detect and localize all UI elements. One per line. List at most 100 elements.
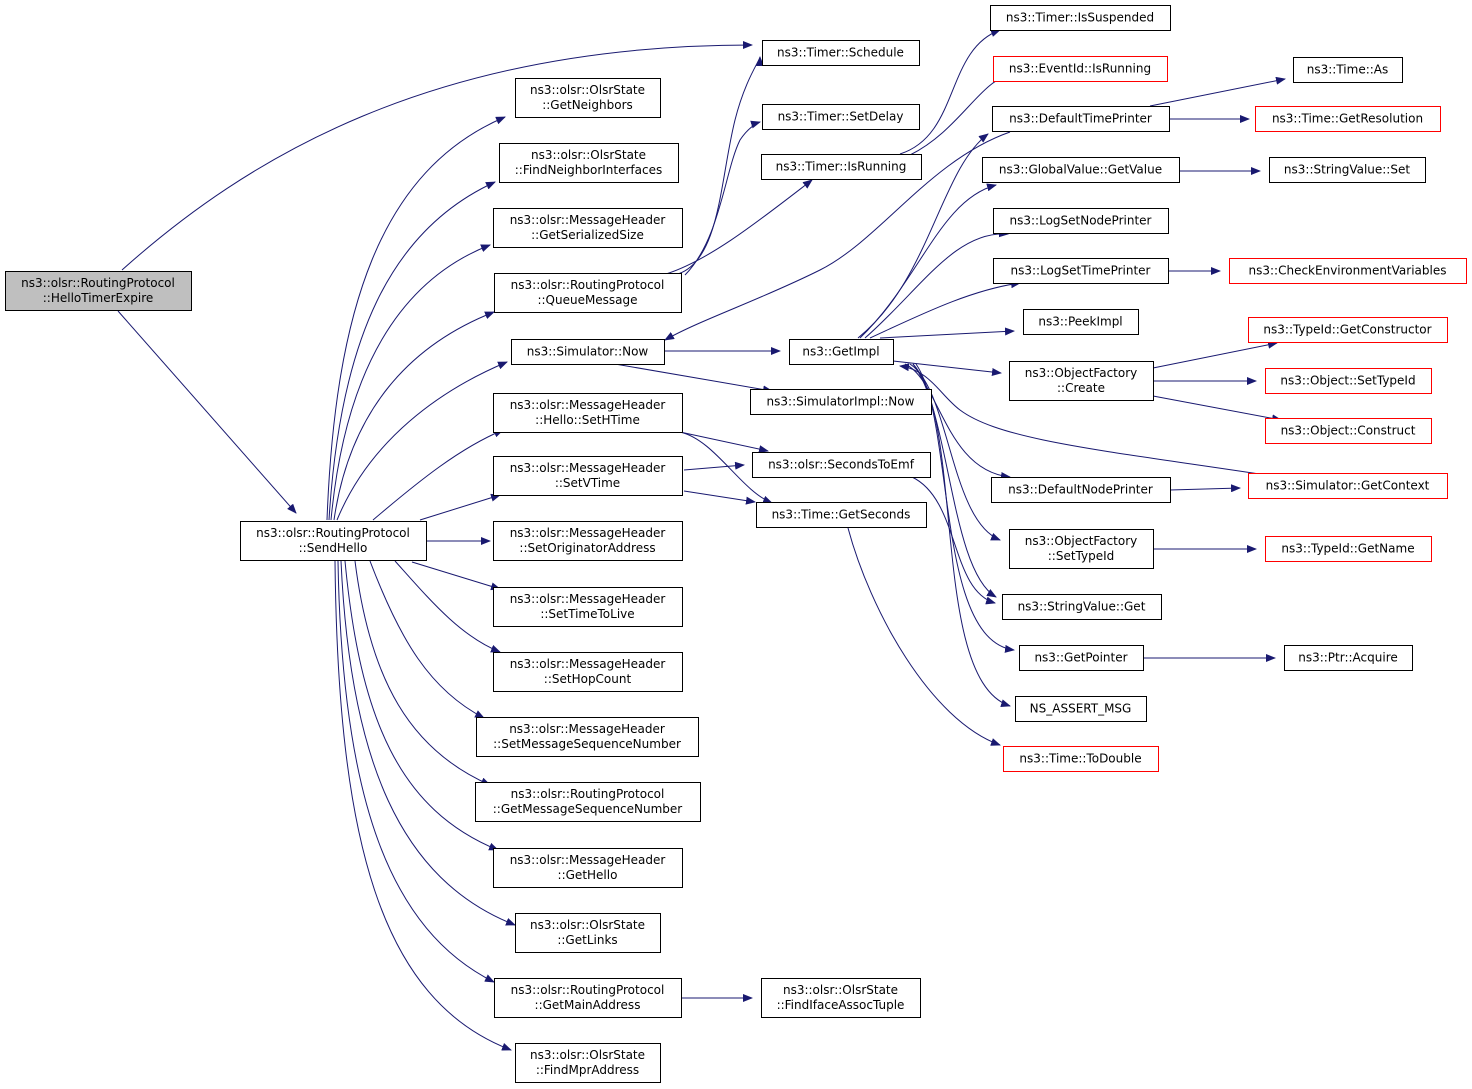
node-seconds-to-emf[interactable]: ns3::olsr::SecondsToEmf bbox=[752, 452, 931, 478]
node-box bbox=[515, 1043, 661, 1083]
node-get-serialized-size[interactable]: ns3::olsr::MessageHeader::GetSerializedS… bbox=[493, 208, 683, 248]
edge-send-hello-to-set-hop-count bbox=[394, 560, 501, 653]
node-box bbox=[1248, 473, 1448, 499]
node-time-to-double[interactable]: ns3::Time::ToDouble bbox=[1003, 746, 1159, 772]
node-type-id-get-constructor[interactable]: ns3::TypeId::GetConstructor bbox=[1248, 317, 1448, 343]
node-label-line: ::HelloTimerExpire bbox=[43, 291, 154, 305]
edge-hello-timer-expire-to-timer-schedule bbox=[121, 41, 753, 271]
node-box bbox=[1019, 645, 1144, 671]
node-box bbox=[240, 521, 427, 561]
node-hello-timer-expire[interactable]: ns3::olsr::RoutingProtocol::HelloTimerEx… bbox=[5, 271, 192, 311]
node-global-value-get-value[interactable]: ns3::GlobalValue::GetValue bbox=[982, 157, 1180, 183]
node-box bbox=[1284, 645, 1413, 671]
edge-send-hello-to-get-neighbors bbox=[326, 116, 506, 521]
node-label-line: ::SetOriginatorAddress bbox=[519, 541, 655, 555]
node-box bbox=[1023, 309, 1139, 335]
node-box bbox=[475, 782, 701, 822]
edge-object-factory-create-to-object-construct bbox=[1152, 395, 1282, 423]
node-get-message-sequence-number[interactable]: ns3::olsr::RoutingProtocol::GetMessageSe… bbox=[475, 782, 701, 822]
node-get-main-address[interactable]: ns3::olsr::RoutingProtocol::GetMainAddre… bbox=[494, 978, 682, 1018]
edge-simulator-now-to-simulator-impl-now bbox=[614, 363, 773, 394]
node-find-neighbor-interfaces[interactable]: ns3::olsr::OlsrState::FindNeighborInterf… bbox=[499, 143, 679, 183]
node-get-links[interactable]: ns3::olsr::OlsrState::GetLinks bbox=[515, 913, 661, 953]
node-set-vtime[interactable]: ns3::olsr::MessageHeader::SetVTime bbox=[493, 456, 683, 496]
node-box bbox=[493, 848, 683, 888]
node-hello-set-htime[interactable]: ns3::olsr::MessageHeader::Hello::SetHTim… bbox=[493, 393, 683, 433]
node-timer-set-delay[interactable]: ns3::Timer::SetDelay bbox=[762, 104, 920, 130]
node-set-hop-count[interactable]: ns3::olsr::MessageHeader::SetHopCount bbox=[493, 652, 683, 692]
edge-get-impl-to-log-set-node-printer bbox=[864, 229, 1009, 339]
node-time-get-seconds[interactable]: ns3::Time::GetSeconds bbox=[756, 502, 927, 528]
node-box bbox=[762, 40, 920, 66]
edge-queue-message-to-timer-schedule bbox=[677, 56, 764, 275]
node-get-neighbors[interactable]: ns3::olsr::OlsrState::GetNeighbors bbox=[515, 78, 661, 118]
node-object-factory-set-type-id[interactable]: ns3::ObjectFactory::SetTypeId bbox=[1009, 529, 1154, 569]
node-timer-is-suspended[interactable]: ns3::Timer::IsSuspended bbox=[990, 5, 1171, 31]
node-label-line: ::SetTimeToLive bbox=[540, 607, 634, 621]
node-get-pointer[interactable]: ns3::GetPointer bbox=[1019, 645, 1144, 671]
node-object-factory-create[interactable]: ns3::ObjectFactory::Create bbox=[1009, 361, 1154, 401]
node-simulator-get-context[interactable]: ns3::Simulator::GetContext bbox=[1248, 473, 1448, 499]
node-type-id-get-name[interactable]: ns3::TypeId::GetName bbox=[1265, 536, 1432, 562]
node-label-line: ns3::SimulatorImpl::Now bbox=[767, 395, 915, 409]
node-log-set-node-printer[interactable]: ns3::LogSetNodePrinter bbox=[993, 208, 1169, 234]
node-box bbox=[1015, 696, 1147, 722]
node-set-time-to-live[interactable]: ns3::olsr::MessageHeader::SetTimeToLive bbox=[493, 587, 683, 627]
node-queue-message[interactable]: ns3::olsr::RoutingProtocol::QueueMessage bbox=[494, 273, 682, 313]
node-timer-is-running[interactable]: ns3::Timer::IsRunning bbox=[761, 154, 922, 180]
node-label-line: NS_ASSERT_MSG bbox=[1030, 702, 1132, 716]
node-simulator-impl-now[interactable]: ns3::SimulatorImpl::Now bbox=[750, 389, 932, 415]
node-ns-assert-msg[interactable]: NS_ASSERT_MSG bbox=[1015, 696, 1147, 722]
node-send-hello[interactable]: ns3::olsr::RoutingProtocol::SendHello bbox=[240, 521, 427, 561]
node-label-line: ns3::olsr::RoutingProtocol bbox=[21, 276, 175, 290]
node-box bbox=[1293, 57, 1403, 83]
node-object-construct[interactable]: ns3::Object::Construct bbox=[1265, 418, 1432, 444]
node-time-as[interactable]: ns3::Time::As bbox=[1293, 57, 1403, 83]
edge-set-vtime-to-time-get-seconds bbox=[683, 490, 756, 505]
node-label-line: ns3::Timer::Schedule bbox=[777, 46, 904, 60]
node-label-line: ns3::Timer::IsSuspended bbox=[1006, 11, 1154, 25]
node-time-get-resolution[interactable]: ns3::Time::GetResolution bbox=[1255, 106, 1441, 132]
node-log-set-time-printer[interactable]: ns3::LogSetTimePrinter bbox=[993, 258, 1169, 284]
edge-send-hello-to-get-hello bbox=[344, 560, 499, 851]
node-peek-impl[interactable]: ns3::PeekImpl bbox=[1023, 309, 1139, 335]
node-object-set-type-id[interactable]: ns3::Object::SetTypeId bbox=[1265, 368, 1432, 394]
node-string-value-set[interactable]: ns3::StringValue::Set bbox=[1269, 157, 1426, 183]
node-label-line: ns3::olsr::MessageHeader bbox=[510, 461, 666, 475]
node-box bbox=[991, 477, 1171, 503]
node-box bbox=[1003, 746, 1159, 772]
node-box bbox=[5, 271, 192, 311]
edge-object-factory-create-to-type-id-get-constructor bbox=[1152, 340, 1278, 369]
node-check-environment-variables[interactable]: ns3::CheckEnvironmentVariables bbox=[1229, 258, 1467, 284]
node-set-message-sequence-number[interactable]: ns3::olsr::MessageHeader::SetMessageSequ… bbox=[476, 717, 699, 757]
node-label-line: ::FindNeighborInterfaces bbox=[515, 163, 662, 177]
node-ptr-acquire[interactable]: ns3::Ptr::Acquire bbox=[1284, 645, 1413, 671]
node-string-value-get[interactable]: ns3::StringValue::Get bbox=[1002, 594, 1162, 620]
node-box bbox=[789, 339, 894, 365]
node-label-line: ::GetLinks bbox=[557, 933, 617, 947]
node-default-time-printer[interactable]: ns3::DefaultTimePrinter bbox=[992, 106, 1170, 132]
node-simulator-now[interactable]: ns3::Simulator::Now bbox=[511, 339, 665, 365]
node-find-mpr-address[interactable]: ns3::olsr::OlsrState::FindMprAddress bbox=[515, 1043, 661, 1083]
node-box bbox=[493, 521, 683, 561]
node-label-line: ::FindMprAddress bbox=[536, 1063, 639, 1077]
edge-hello-set-htime-to-seconds-to-emf bbox=[679, 431, 769, 454]
node-find-iface-assoc-tuple[interactable]: ns3::olsr::OlsrState::FindIfaceAssocTupl… bbox=[761, 978, 921, 1018]
node-set-originator-address[interactable]: ns3::olsr::MessageHeader::SetOriginatorA… bbox=[493, 521, 683, 561]
edge-get-impl-to-log-set-time-printer bbox=[869, 280, 1021, 339]
node-event-id-is-running[interactable]: ns3::EventId::IsRunning bbox=[993, 56, 1168, 82]
node-label-line: ns3::GlobalValue::GetValue bbox=[999, 163, 1162, 177]
edge-get-impl-to-object-factory-create bbox=[892, 360, 1002, 376]
edge-time-get-seconds-to-time-to-double bbox=[847, 527, 1001, 746]
node-get-hello[interactable]: ns3::olsr::MessageHeader::GetHello bbox=[493, 848, 683, 888]
node-box bbox=[1248, 317, 1448, 343]
node-box bbox=[494, 273, 682, 313]
node-timer-schedule[interactable]: ns3::Timer::Schedule bbox=[762, 40, 920, 66]
node-get-impl[interactable]: ns3::GetImpl bbox=[789, 339, 894, 365]
node-label-line: ns3::Simulator::Now bbox=[527, 345, 649, 359]
node-label-line: ns3::ObjectFactory bbox=[1025, 366, 1138, 380]
node-box bbox=[499, 143, 679, 183]
node-default-node-printer[interactable]: ns3::DefaultNodePrinter bbox=[991, 477, 1171, 503]
node-label-line: ns3::Simulator::GetContext bbox=[1266, 479, 1430, 493]
node-label-line: ns3::olsr::OlsrState bbox=[783, 983, 898, 997]
